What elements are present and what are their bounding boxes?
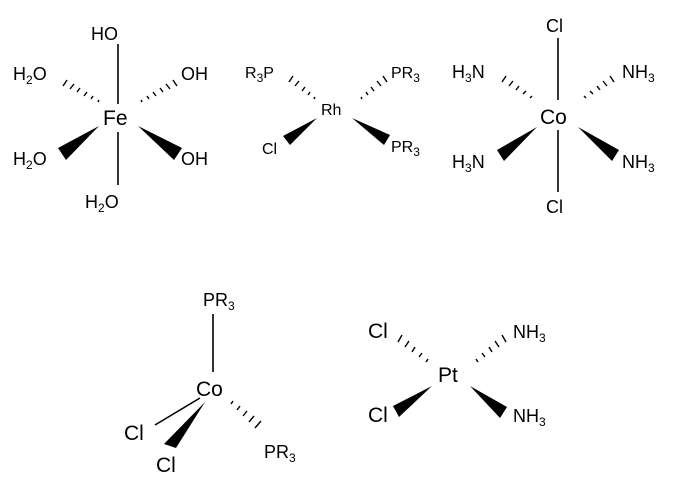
ligand-pt-lower-right: NH3 [513,406,546,429]
ligand-co-upper-right: NH3 [622,62,655,85]
hashed-bond-pt-upper-left [397,334,429,363]
ligand-co-tet-top: PR3 [203,290,235,313]
ligand-fe-bottom-sub: 2 [98,201,105,215]
hashed-bond-co-upper-right [583,75,615,99]
ligand-pt-lower-right-sub: 3 [539,415,546,429]
ligand-co-lower-right: NH3 [622,152,655,175]
ligand-co-upper-right-label: NH [622,62,648,82]
ligand-fe-upper-left-rest: O [33,64,47,84]
ligand-pt-lower-left: Cl [368,404,388,427]
hashed-bond-co-tet-lower-right [230,400,262,429]
metal-co-tetrahedral: Co [196,378,223,401]
wedge-bond-rh-lower-left [283,118,317,145]
ligand-co-lower-right-sub: 3 [648,161,655,175]
ligand-rh-lower-right: PR3 [391,139,420,159]
bond-co-tet-left [154,397,201,426]
ligand-co-upper-right-sub: 3 [648,71,655,85]
ligand-fe-upper-right: OH [181,64,208,84]
ligand-pt-upper-right-sub: 3 [539,331,546,345]
complex-co-tetrahedral: Co PR3 Cl Cl PR3 [124,290,296,477]
ligand-rh-upper-left: R3P [245,65,274,85]
ligand-co-tet-lower-right: PR3 [264,442,296,465]
hashed-bond-fe-upper-right [140,79,178,103]
ligand-pt-upper-left: Cl [368,320,388,343]
metal-pt: Pt [438,364,458,387]
ligand-co-tet-top-sub: 3 [228,299,235,313]
ligand-co-upper-left-rest: N [472,62,485,82]
ligand-rh-upper-left-sub: 3 [257,71,264,85]
ligand-fe-lower-left-rest: O [33,149,47,169]
ligand-co-tet-lower-right-label: PR [264,442,289,462]
wedge-bond-co-lower-left [497,127,537,161]
ligand-co-upper-left-sub: 3 [465,71,472,85]
ligand-co-upper-left: H3N [452,62,485,85]
ligand-fe-lower-left: H2O [13,149,47,172]
hashed-bond-rh-upper-left [288,75,316,100]
complex-fe-octahedral: Fe HO H2O H2O OH H2O OH [13,24,208,215]
ligand-fe-upper-left: H2O [13,64,47,87]
ligand-rh-upper-left-rest: P [263,65,274,82]
ligand-fe-bottom-rest: O [105,192,119,212]
ligand-co-tet-lower-right-sub: 3 [289,451,296,465]
ligand-co-tet-bottom: Cl [156,454,176,477]
complex-rh: Rh R3P PR3 Cl PR3 [245,65,420,159]
metal-fe: Fe [103,107,128,130]
ligand-co-tet-top-label: PR [203,290,228,310]
metal-co-octahedral: Co [540,106,567,129]
ligand-co-tet-left: Cl [124,422,144,445]
ligand-co-bottom: Cl [546,197,563,217]
ligand-pt-upper-right-label: NH [513,322,539,342]
wedge-bond-rh-lower-right [352,118,390,145]
hashed-bond-co-upper-left [501,75,533,99]
ligand-pt-upper-right: NH3 [513,322,546,345]
wedge-bond-co-tet-bottom [164,402,205,448]
hashed-bond-rh-upper-right [360,75,388,100]
metal-rh: Rh [321,102,341,119]
hashed-bond-fe-upper-left [62,79,100,103]
ligand-rh-lower-right-label: PR [391,139,413,156]
wedge-bond-fe-lower-right [138,126,182,160]
ligand-rh-lower-right-sub: 3 [413,145,420,159]
ligand-co-lower-left-sub: 3 [465,161,472,175]
ligand-co-lower-left-rest: N [472,152,485,172]
wedge-bond-fe-lower-left [58,126,99,160]
ligand-co-lower-left: H3N [452,152,485,175]
hashed-bond-pt-upper-right [475,334,507,363]
ligand-rh-upper-right-sub: 3 [413,71,420,85]
ligand-rh-upper-right-label: PR [391,65,413,82]
complex-pt: Pt Cl NH3 Cl NH3 [368,320,546,429]
ligand-fe-lower-left-sub: 2 [26,158,33,172]
ligand-fe-bottom: H2O [85,192,119,215]
ligand-fe-top-label: HO [91,24,118,44]
wedge-bond-pt-lower-left [393,386,432,417]
ligand-fe-upper-left-sub: 2 [26,73,33,87]
ligand-rh-upper-right: PR3 [391,65,420,85]
ligand-co-lower-right-label: NH [622,152,648,172]
complex-co-octahedral: Co Cl Cl H3N NH3 H3N NH3 [452,16,655,217]
ligand-fe-top: HO [91,24,118,44]
wedge-bond-pt-lower-right [470,386,507,418]
ligand-rh-lower-left: Cl [262,141,277,158]
ligand-pt-lower-right-label: NH [513,406,539,426]
ligand-co-top: Cl [546,16,563,36]
ligand-fe-lower-right: OH [181,149,208,169]
wedge-bond-co-lower-right [578,127,619,161]
